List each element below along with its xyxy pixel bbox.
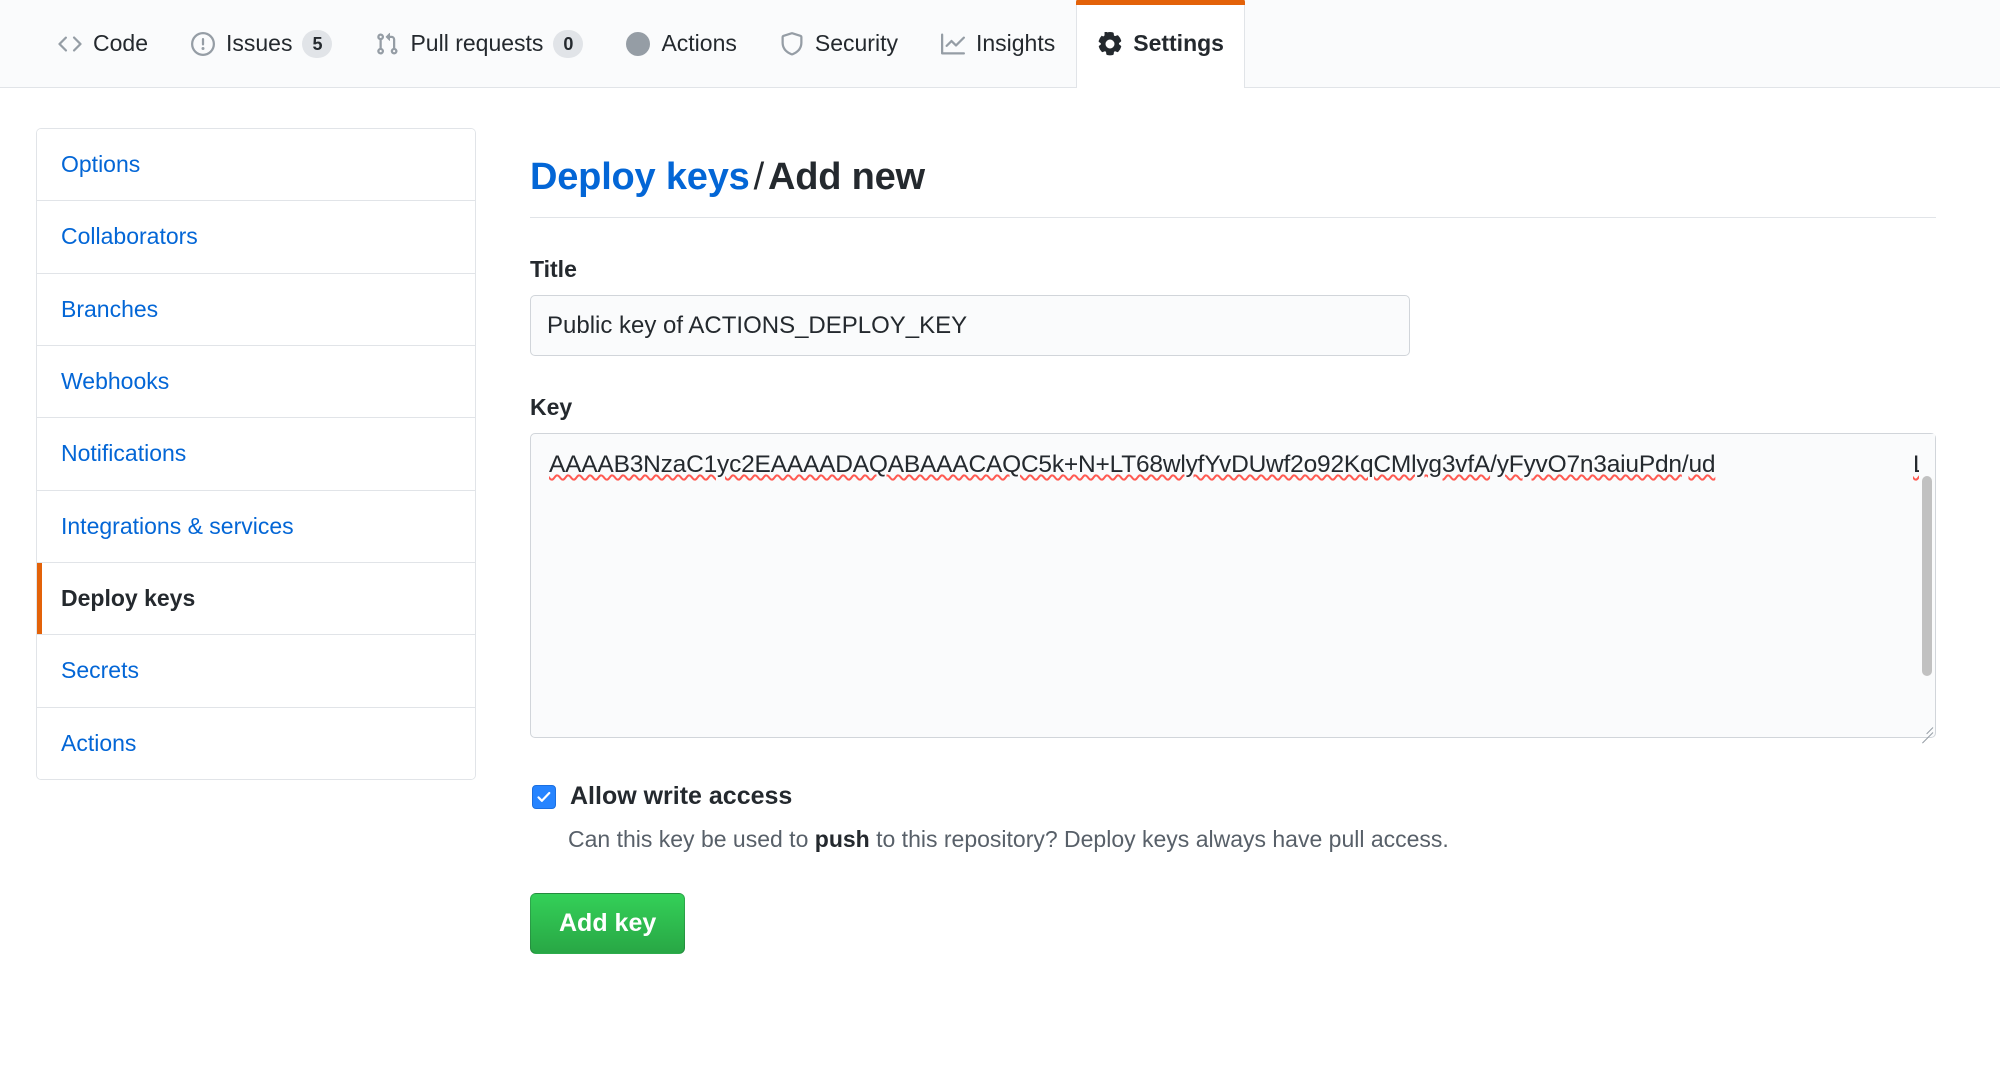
graph-icon (940, 31, 966, 57)
key-textarea-scroll-thumb[interactable] (1922, 476, 1932, 677)
page-title: Deploy keys/Add new (530, 153, 1936, 218)
key-textarea-scrollbar[interactable] (1919, 434, 1935, 721)
main-content: Deploy keys/Add new Title Key AAAAB3NzaC… (476, 128, 1946, 955)
repository-tab-bar: Code Issues 5 Pull requests 0 Actions Security… (0, 0, 2000, 88)
sidebar-item-deploy-keys[interactable]: Deploy keys (37, 563, 475, 636)
sidebar-item-webhooks[interactable]: Webhooks (37, 346, 475, 419)
add-key-button[interactable]: Add key (530, 893, 686, 955)
tab-issues[interactable]: Issues 5 (169, 0, 353, 87)
sidebar-item-collaborators[interactable]: Collaborators (37, 201, 475, 274)
tab-pull-requests-label: Pull requests (410, 30, 544, 56)
tab-actions[interactable]: Actions (604, 0, 757, 87)
tab-security[interactable]: Security (758, 0, 919, 87)
key-field-group: Key AAAAB3NzaC1yc2EAAAADAQABAAACAQC5k+N+… (530, 394, 1936, 744)
allow-write-access-checkbox[interactable] (532, 784, 556, 809)
key-label: Key (530, 394, 573, 421)
tab-insights-label: Insights (975, 30, 1056, 56)
tab-insights[interactable]: Insights (919, 0, 1076, 87)
breadcrumb-current: Add new (767, 156, 925, 199)
allow-write-access-row[interactable]: Allow write access (530, 782, 1936, 811)
allow-write-access-label[interactable]: Allow write access (570, 782, 793, 811)
sidebar-item-actions[interactable]: Actions (37, 707, 475, 780)
title-label: Title (530, 255, 577, 282)
sidebar-item-options[interactable]: Options (37, 129, 475, 202)
tab-actions-label: Actions (661, 30, 737, 56)
title-input[interactable] (530, 294, 1410, 357)
textarea-resize-handle[interactable] (1915, 717, 1934, 744)
play-icon (625, 31, 651, 57)
tab-code-label: Code (93, 30, 148, 56)
tab-code[interactable]: Code (36, 0, 169, 87)
key-textarea[interactable]: AAAAB3NzaC1yc2EAAAADAQABAAACAQC5k+N+LT68… (530, 433, 1936, 739)
tab-issues-counter: 5 (302, 29, 333, 58)
note-emphasis: push (814, 826, 870, 853)
sidebar-item-integrations[interactable]: Integrations & services (37, 490, 475, 564)
key-textarea-wrapper: AAAAB3NzaC1yc2EAAAADAQABAAACAQC5k+N+LT68… (530, 433, 1936, 744)
git-pull-request-icon (374, 31, 400, 57)
tab-list: Code Issues 5 Pull requests 0 Actions Security… (36, 0, 1245, 88)
breadcrumb-deploy-keys-link[interactable]: Deploy keys (530, 156, 750, 199)
sidebar-item-notifications[interactable]: Notifications (37, 418, 475, 491)
gear-icon (1097, 31, 1123, 57)
issue-opened-icon (190, 31, 216, 57)
sidebar-item-branches[interactable]: Branches (37, 273, 475, 347)
allow-write-access-note: Can this key be used to push to this rep… (568, 823, 1936, 855)
tab-security-label: Security (814, 30, 898, 56)
breadcrumb-separator: / (753, 156, 765, 199)
tab-issues-label: Issues (225, 30, 293, 56)
sidebar-item-secrets[interactable]: Secrets (37, 635, 475, 708)
key-line: AAAAB3NzaC1yc2EAAAADAQABAAACAQC5k+N+LT68… (549, 451, 1716, 479)
shield-icon (779, 31, 805, 57)
note-suffix: to this repository? Deploy keys always h… (869, 826, 1449, 853)
tab-settings-label: Settings (1133, 30, 1224, 56)
title-field-group: Title (530, 255, 1936, 357)
tab-settings[interactable]: Settings (1076, 0, 1245, 88)
tab-pull-requests[interactable]: Pull requests 0 (353, 0, 604, 87)
code-icon (57, 31, 83, 57)
note-prefix: Can this key be used to (568, 826, 815, 853)
tab-pull-requests-counter: 0 (553, 29, 584, 58)
